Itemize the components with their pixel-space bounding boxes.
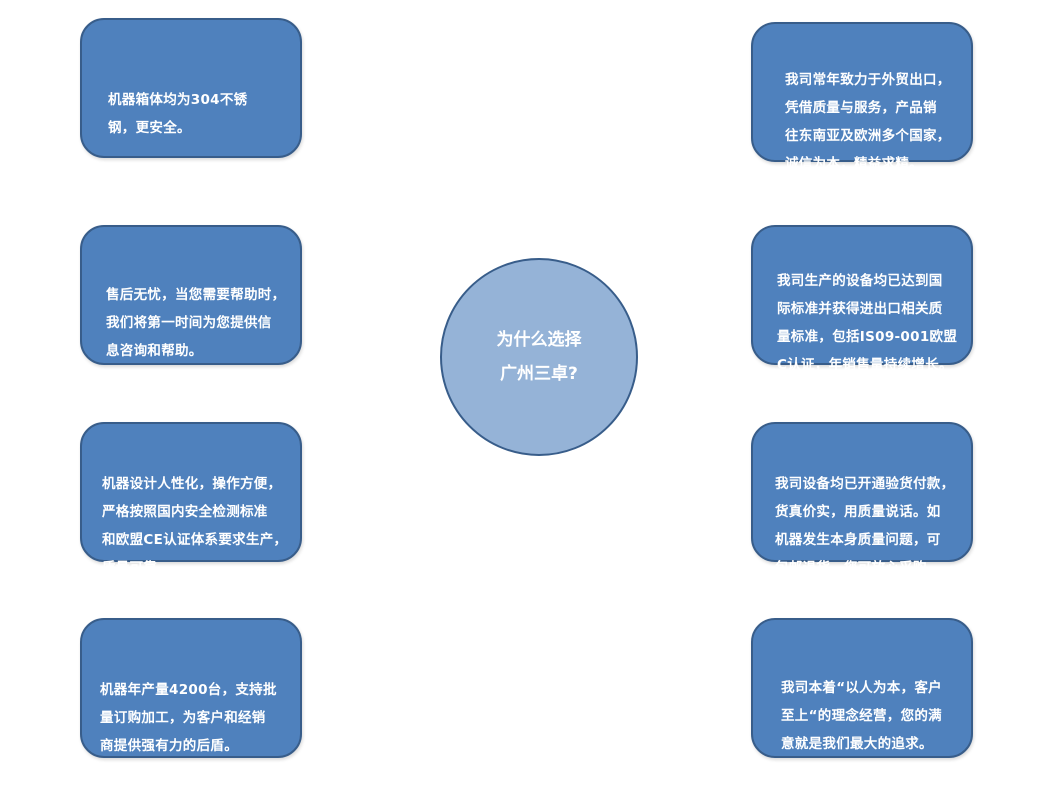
feature-box-stainless-steel: 机器箱体均为304不锈 钢，更安全。 (80, 18, 302, 158)
center-line-1: 为什么选择 (496, 330, 582, 350)
center-line-2: 广州三卓? (500, 364, 578, 384)
feature-text: 我司生产的设备均已达到国 际标准并获得进出口相关质 量标准，包括IS09-001… (777, 273, 958, 373)
feature-text: 我司设备均已开通验货付款， 货真价实，用质量说话。如 机器发生本身质量问题，可 … (775, 476, 955, 576)
feature-box-certification: 我司生产的设备均已达到国 际标准并获得进出口相关质 量标准，包括IS09-001… (751, 225, 973, 373)
feature-text: 机器设计人性化，操作方便， 严格按照国内安全检测标准 和欧盟CE认证体系要求生产… (102, 476, 288, 576)
center-question-circle: 为什么选择 广州三卓? (440, 258, 638, 456)
feature-text: 我司本着“以人为本，客户 至上“的理念经营，您的满 意就是我们最大的追求。 (781, 680, 942, 752)
feature-box-customer-first: 我司本着“以人为本，客户 至上“的理念经营，您的满 意就是我们最大的追求。 (751, 618, 973, 758)
feature-text: 售后无忧，当您需要帮助时， 我们将第一时间为您提供信 息咨询和帮助。 (106, 287, 286, 359)
feature-text: 机器年产量4200台，支持批 量订购加工，为客户和经销 商提供强有力的后盾。 (100, 682, 277, 754)
feature-text: 机器箱体均为304不锈 钢，更安全。 (108, 92, 248, 136)
feature-text: 我司常年致力于外贸出口， 凭借质量与服务，产品销 往东南亚及欧洲多个国家， 诚信… (785, 72, 951, 172)
feature-box-export: 我司常年致力于外贸出口， 凭借质量与服务，产品销 往东南亚及欧洲多个国家， 诚信… (751, 22, 973, 172)
feature-box-inspection-payment: 我司设备均已开通验货付款， 货真价实，用质量说话。如 机器发生本身质量问题，可 … (751, 422, 973, 576)
feature-box-design-quality: 机器设计人性化，操作方便， 严格按照国内安全检测标准 和欧盟CE认证体系要求生产… (80, 422, 302, 576)
feature-box-production-capacity: 机器年产量4200台，支持批 量订购加工，为客户和经销 商提供强有力的后盾。 (80, 618, 302, 758)
feature-box-after-sales: 售后无忧，当您需要帮助时， 我们将第一时间为您提供信 息咨询和帮助。 (80, 225, 302, 365)
